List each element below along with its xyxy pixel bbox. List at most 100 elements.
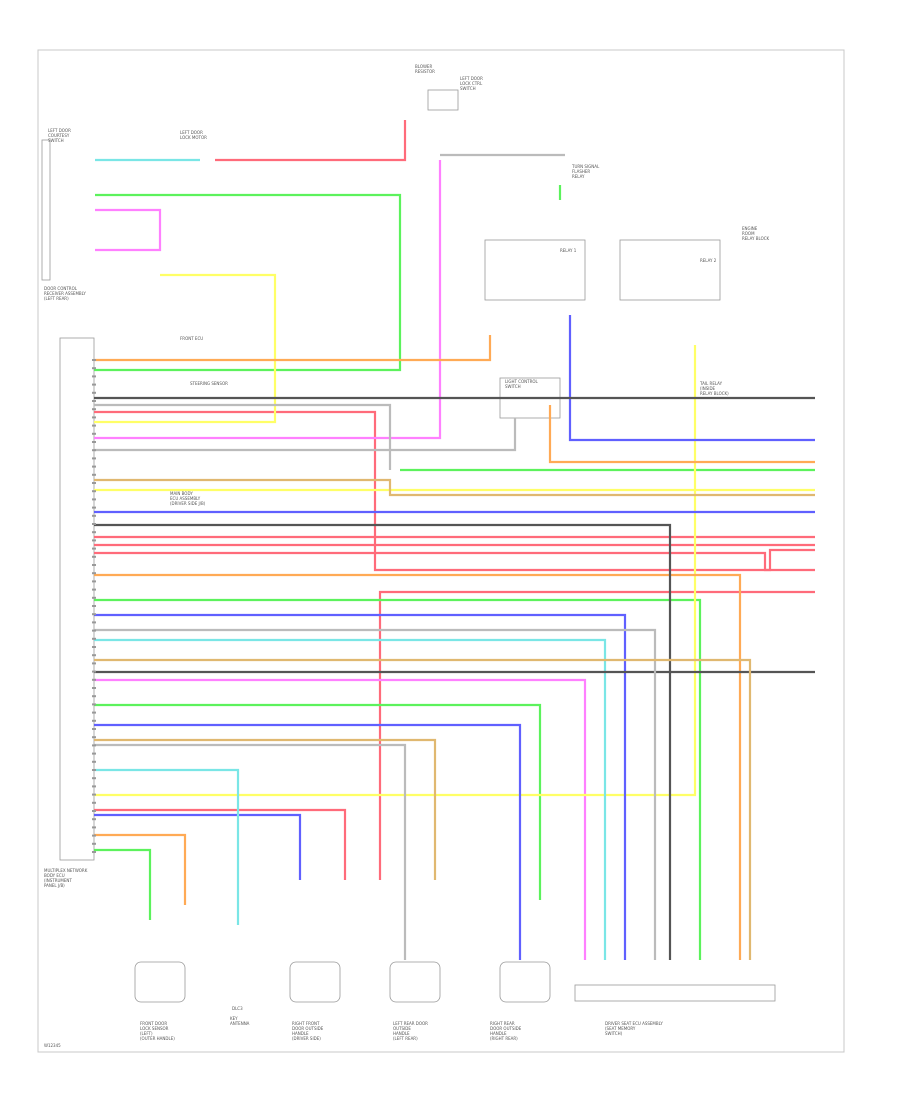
ecu-pin <box>92 572 96 575</box>
label-steering-sensor: STEERING SENSOR <box>190 381 228 386</box>
ecu-pin <box>92 457 96 460</box>
label-line: LOCK CTRL <box>460 81 483 86</box>
label-line: STEERING SENSOR <box>190 381 228 386</box>
ecu-pin <box>92 654 96 657</box>
label-line: LEFT DOOR <box>180 130 203 135</box>
ecu-pin <box>92 580 96 583</box>
label-line: KEY <box>230 1016 238 1021</box>
wire-cyan-25 <box>94 638 607 960</box>
ecu-pin <box>92 498 96 501</box>
label-line: BODY ECU <box>44 873 65 878</box>
ecu-pin <box>92 662 96 665</box>
label-line: ANTENNA <box>230 1021 250 1026</box>
wire-pink-7 <box>94 160 442 440</box>
ecu-pin <box>92 629 96 632</box>
label-line: HANDLE <box>292 1031 309 1036</box>
label-line: RIGHT FRONT <box>292 1021 320 1026</box>
ecu-pin <box>92 432 96 435</box>
ecu-pin <box>92 588 96 591</box>
wire-green-10 <box>94 193 402 372</box>
ecu-pin <box>92 777 96 780</box>
ecu-pin <box>92 769 96 771</box>
ecu-pin <box>92 564 96 566</box>
wires-group <box>92 120 815 960</box>
wire-orange-28 <box>94 573 742 960</box>
label-line: DOOR OUTSIDE <box>490 1026 522 1031</box>
label-line: (INSIDE <box>700 386 716 391</box>
label-line: DOOR OUTSIDE <box>292 1026 324 1031</box>
ecu-pin <box>92 687 96 689</box>
wire-gray-36 <box>94 403 392 470</box>
ecu-pin <box>92 695 96 698</box>
ecu-pin <box>92 818 96 821</box>
ecu-pin <box>92 547 96 550</box>
label-line: (LEFT REAR) <box>44 296 69 301</box>
label-dlc: DLC3 <box>232 1006 243 1011</box>
wire-red-0 <box>94 410 815 572</box>
label-line: ROOM <box>742 231 755 236</box>
wire-tan-39 <box>94 738 437 880</box>
label-line: PANEL J/B) <box>44 883 65 888</box>
ecu-pin <box>92 539 96 542</box>
ecu-pin <box>92 375 96 378</box>
label-line: FLASHER <box>572 169 590 174</box>
ecu-pin <box>92 441 96 443</box>
relay-1-outline <box>484 239 586 301</box>
label-line: MAIN BODY <box>170 491 193 496</box>
ecu-pin <box>92 449 96 452</box>
label-line: (RIGHT REAR) <box>490 1036 518 1041</box>
wire-green-12 <box>94 848 152 920</box>
wire-black-31 <box>94 523 672 960</box>
ecu-pin <box>92 391 96 394</box>
connector-block-outline <box>574 984 776 1002</box>
label-line: (LEFT) <box>140 1031 153 1036</box>
sensor-rf-outline <box>289 961 341 1003</box>
label-line: SWITCH <box>460 86 476 91</box>
ecu-pin <box>92 367 96 370</box>
ecu-pin <box>92 736 96 739</box>
wire-blue-21 <box>94 613 627 960</box>
ecu-pin <box>92 506 96 509</box>
ecu-pin <box>92 383 96 386</box>
wire-red-6 <box>215 120 407 162</box>
label-line: LOCK MOTOR <box>180 135 207 140</box>
ecu-pin <box>92 678 96 681</box>
ecu-pin <box>92 613 96 616</box>
ecu-pin <box>92 359 96 361</box>
ecu-pin <box>92 785 96 788</box>
ecu-pin <box>92 703 96 706</box>
wire-gray-38 <box>94 628 657 960</box>
wire-gray-35 <box>94 743 407 960</box>
ecu-pin <box>92 523 96 525</box>
ecu-pin <box>92 555 96 558</box>
label-line: ENGINE <box>742 226 758 231</box>
ecu-pin <box>92 637 96 640</box>
label-line: DRIVER SEAT ECU ASSEMBLY <box>605 1021 663 1026</box>
label-line: RECEIVER ASSEMBLY <box>44 291 86 296</box>
ecu-pin <box>92 670 96 673</box>
label-line: HANDLE <box>393 1031 410 1036</box>
ecu-pin <box>92 465 96 468</box>
ecu-pin <box>92 842 96 845</box>
ecu-pin <box>92 851 96 853</box>
label-line: BLOWER <box>415 64 432 69</box>
wire-gray-34 <box>94 418 517 452</box>
label-line: SWITCH <box>505 384 521 389</box>
label-line: LEFT DOOR <box>460 76 483 81</box>
label-line: (DRIVER SIDE J/B) <box>170 501 206 506</box>
ecu-pin <box>92 408 96 411</box>
blower-outline <box>427 89 459 111</box>
ecu-pin <box>92 400 96 402</box>
